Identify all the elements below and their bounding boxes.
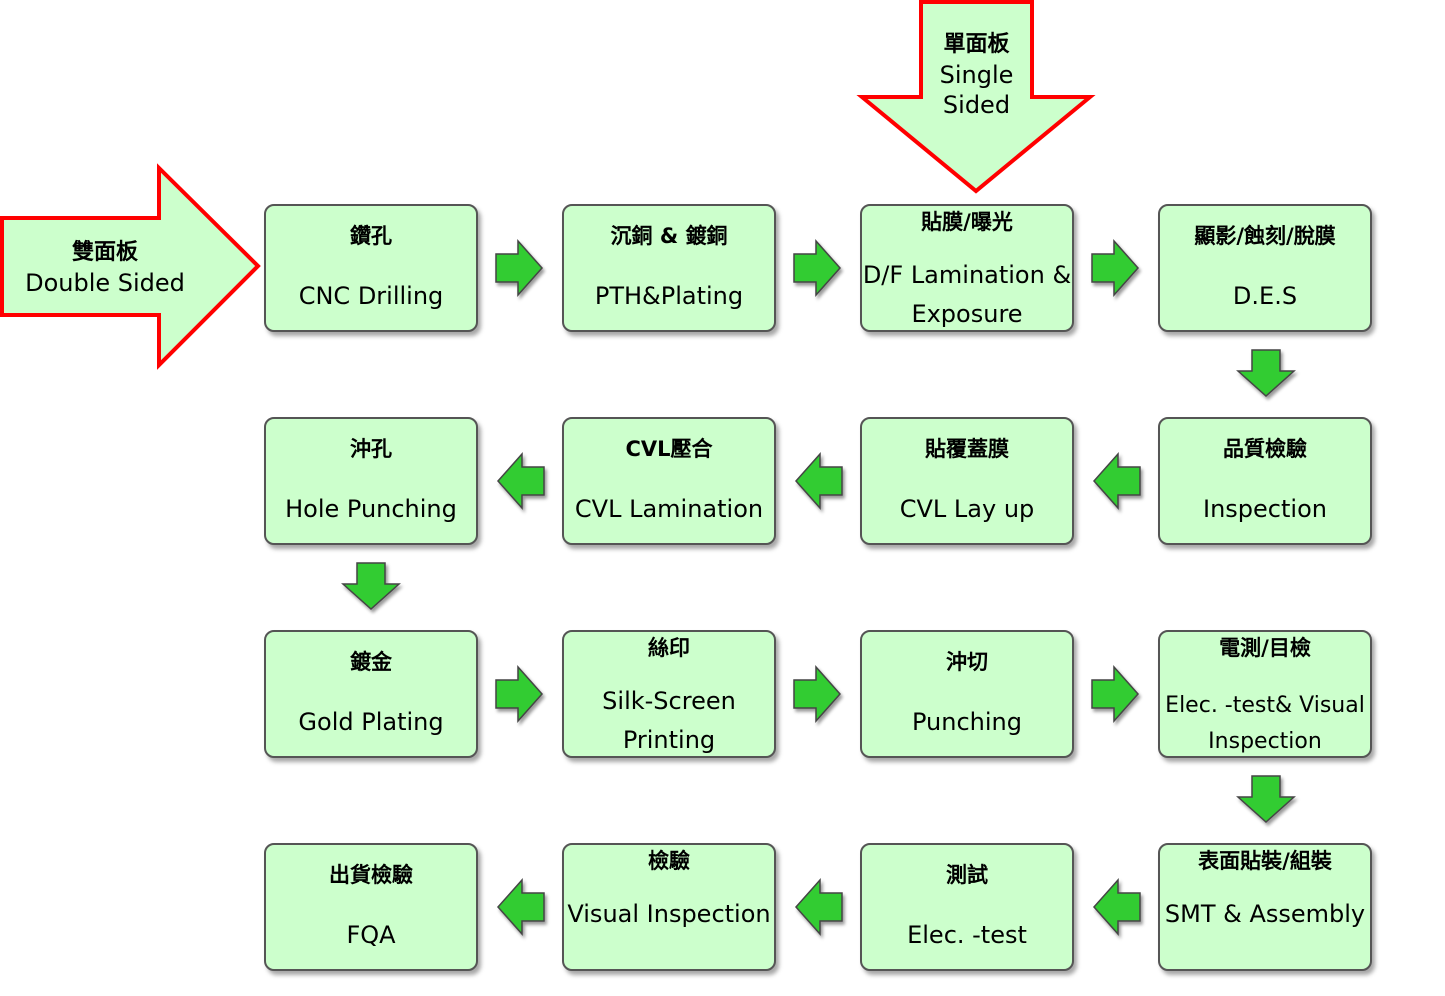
step-punching: 沖切 Punching: [860, 630, 1074, 758]
step-inspection: 品質檢驗 Inspection: [1158, 417, 1372, 545]
arrow-left-icon: [794, 452, 843, 510]
step-hole-punching: 沖孔 Hole Punching: [264, 417, 478, 545]
step-label-en: Visual Inspection: [567, 900, 771, 928]
step-des: 顯影/蝕刻/脫膜 D.E.S: [1158, 204, 1372, 332]
step-cnc-drilling: 鑽孔 CNC Drilling: [264, 204, 478, 332]
arrow-down-icon: [1236, 349, 1296, 398]
arrow-right-icon: [495, 239, 544, 297]
step-cvl-lay-up: 貼覆蓋膜 CVL Lay up: [860, 417, 1074, 545]
step-label-en: Elec. -test: [907, 921, 1027, 949]
arrow-left-icon: [1092, 452, 1141, 510]
step-label-zh: 貼膜/曝光: [921, 210, 1013, 234]
step-label-zh: 測試: [946, 863, 988, 887]
arrow-left-icon: [496, 452, 545, 510]
step-label-zh: 沖切: [946, 650, 988, 674]
step-label-zh: 貼覆蓋膜: [925, 437, 1009, 461]
single-sided-label-zh: 單面板: [943, 32, 1010, 57]
step-label-zh: 檢驗: [648, 849, 690, 873]
arrow-left-icon: [496, 878, 545, 936]
step-label-en: Hole Punching: [285, 495, 457, 523]
step-label-en: Gold Plating: [298, 708, 444, 736]
double-sided-input-arrow: [0, 163, 261, 370]
step-label-en: PTH&Plating: [594, 282, 744, 310]
step-gold-plating: 鍍金 Gold Plating: [264, 630, 478, 758]
single-sided-label: 單面板 Single Sided: [921, 30, 1032, 120]
step-pth-plating: 沉銅 & 鍍銅 PTH&Plating: [562, 204, 776, 332]
step-label-en: D.E.S: [1232, 282, 1298, 310]
step-label-zh: 電測/目檢: [1219, 636, 1311, 660]
step-label-zh: 表面貼裝/組裝: [1198, 849, 1332, 873]
arrow-right-icon: [1091, 239, 1140, 297]
step-visual-inspection: 檢驗 Visual Inspection: [562, 843, 776, 971]
step-fqa: 出貨檢驗 FQA: [264, 843, 478, 971]
double-sided-label-zh: 雙面板: [71, 240, 138, 265]
step-smt-assembly: 表面貼裝/組裝 SMT & Assembly: [1158, 843, 1372, 971]
double-sided-label: 雙面板 Double Sided: [10, 238, 200, 298]
step-label-zh: 鑽孔: [350, 224, 392, 248]
step-label-en: CVL Lamination: [574, 495, 764, 523]
step-label-zh: 沖孔: [350, 437, 392, 461]
step-silk-screen-printing: 絲印 Silk-Screen Printing: [562, 630, 776, 758]
step-label-en: Elec. -test& Visual Inspection: [1165, 693, 1365, 754]
arrow-right-icon: [793, 239, 842, 297]
step-label-en: D/F Lamination & Exposure: [862, 261, 1072, 328]
arrow-right-icon: [1091, 665, 1140, 723]
step-label-zh: 出貨檢驗: [329, 863, 413, 887]
single-sided-label-en-line2: Sided: [942, 91, 1011, 119]
arrow-down-icon: [341, 562, 401, 611]
step-label-zh: CVL壓合: [625, 437, 713, 461]
step-label-en: Inspection: [1203, 495, 1327, 523]
step-label-zh: 品質檢驗: [1223, 437, 1307, 461]
step-label-en: FQA: [346, 921, 396, 949]
step-cvl-lamination: CVL壓合 CVL Lamination: [562, 417, 776, 545]
step-elec-test: 測試 Elec. -test: [860, 843, 1074, 971]
single-sided-input-arrow: [856, 0, 1096, 194]
arrow-left-icon: [794, 878, 843, 936]
step-label-zh: 顯影/蝕刻/脫膜: [1194, 224, 1336, 248]
step-label-zh: 絲印: [648, 636, 690, 660]
arrow-right-icon: [793, 665, 842, 723]
step-label-zh: 鍍金: [350, 650, 392, 674]
step-label-zh: 沉銅 & 鍍銅: [610, 224, 728, 248]
step-elec-test-visual-inspection: 電測/目檢 Elec. -test& Visual Inspection: [1158, 630, 1372, 758]
step-label-en: SMT & Assembly: [1164, 900, 1366, 928]
arrow-left-icon: [1092, 878, 1141, 936]
step-label-en: CVL Lay up: [899, 495, 1035, 523]
arrow-down-icon: [1236, 775, 1296, 824]
step-label-en: CNC Drilling: [298, 282, 444, 310]
single-sided-label-en-line1: Single: [939, 61, 1014, 89]
double-sided-label-en: Double Sided: [25, 269, 185, 297]
arrow-right-icon: [495, 665, 544, 723]
step-label-en: Silk-Screen Printing: [602, 687, 736, 754]
step-label-en: Punching: [912, 708, 1022, 736]
step-df-lamination-exposure: 貼膜/曝光 D/F Lamination & Exposure: [860, 204, 1074, 332]
